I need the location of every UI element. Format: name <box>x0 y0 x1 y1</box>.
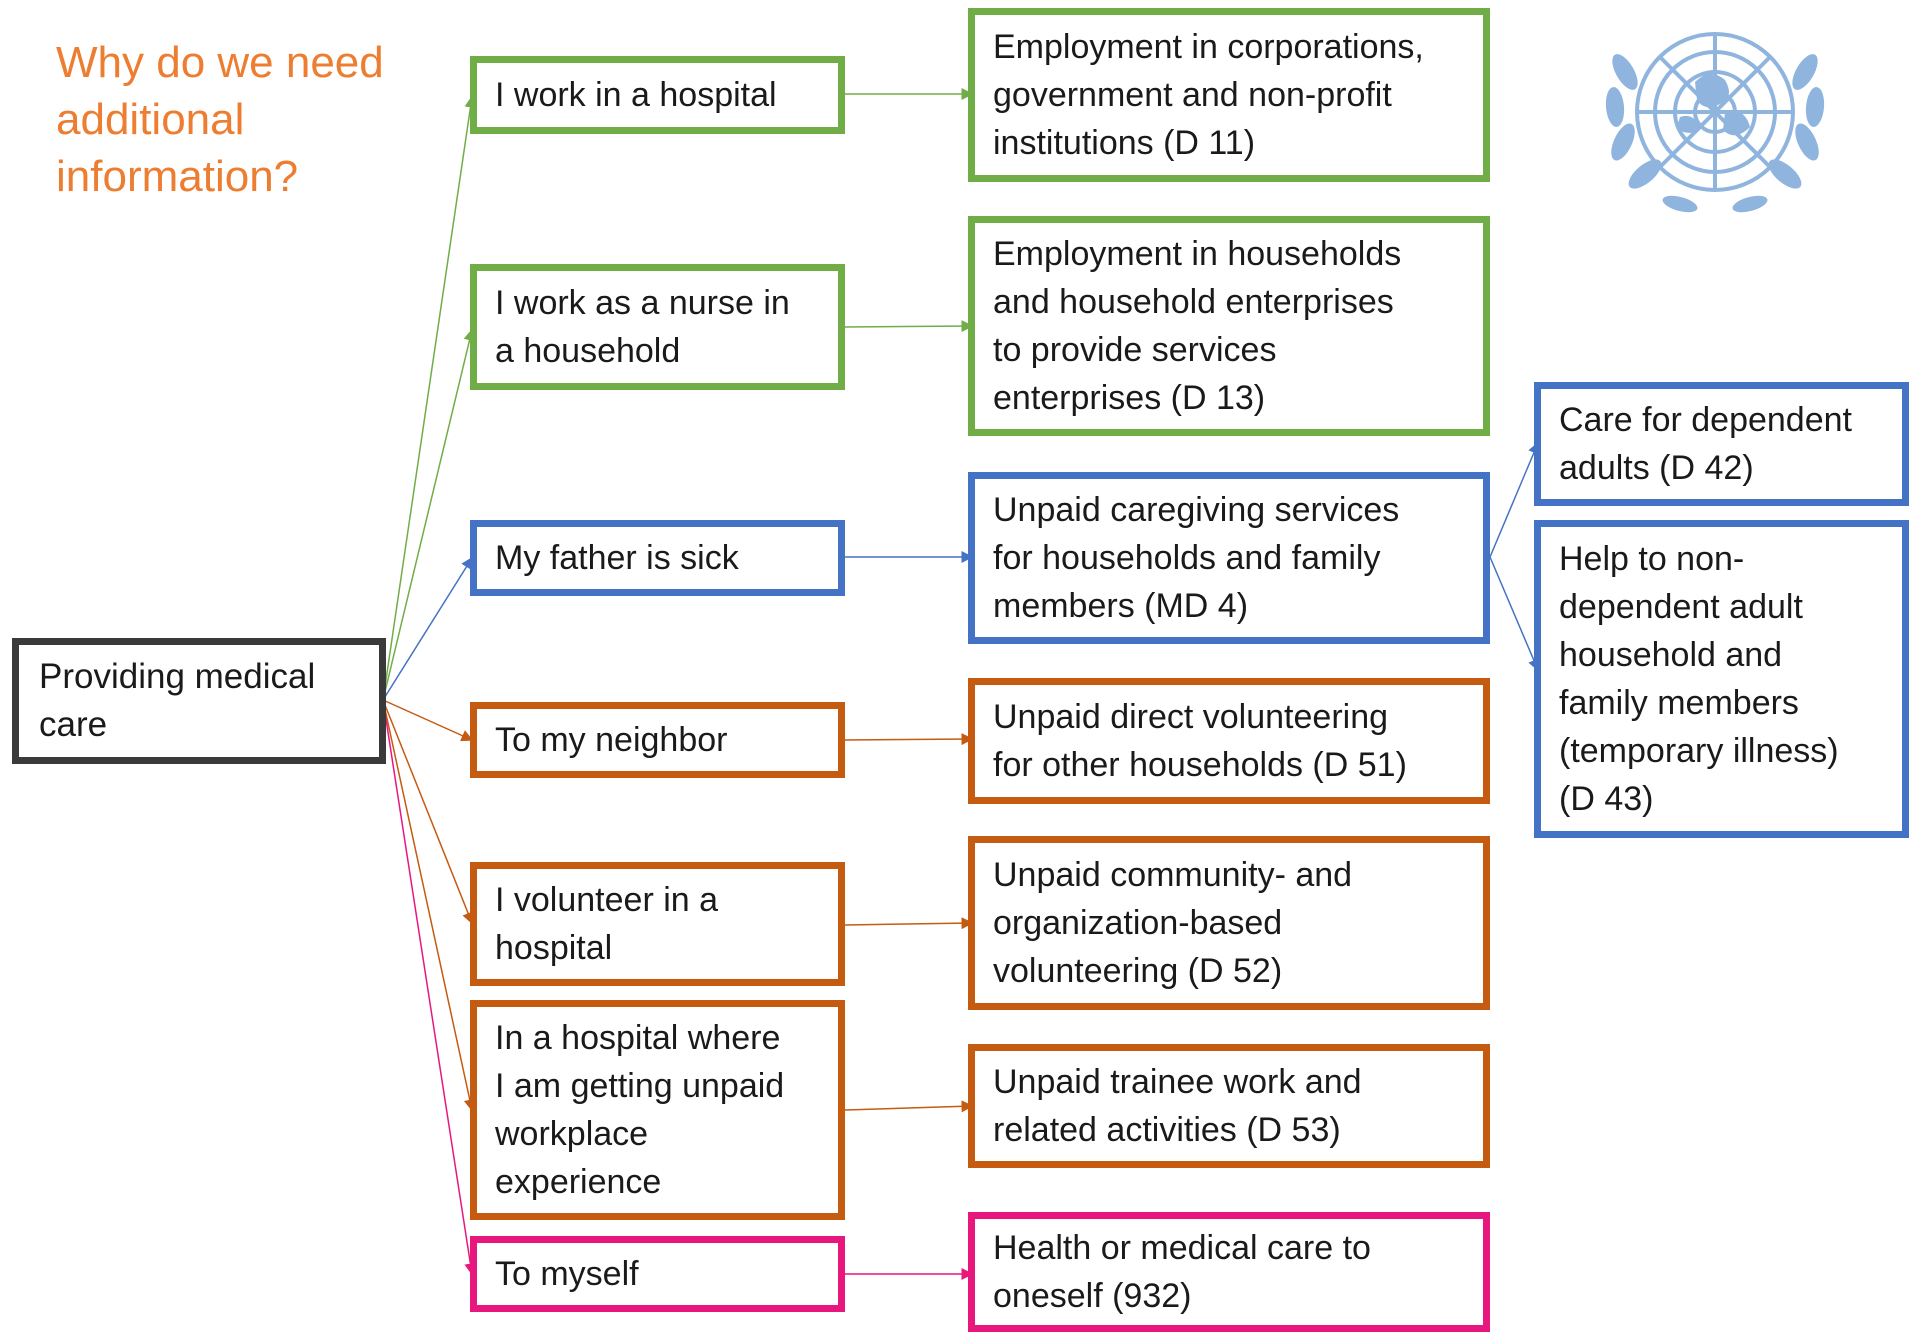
category-label-4: Unpaid direct volunteering for other hou… <box>993 698 1407 784</box>
category-label-6: Unpaid trainee work and related activiti… <box>993 1063 1362 1149</box>
subcategory-box-2: Help to non- dependent adult household a… <box>1534 520 1909 838</box>
situation-box-7: To myself <box>470 1236 845 1312</box>
situation-box-4: To my neighbor <box>470 702 845 778</box>
situation-label-3: My father is sick <box>495 539 739 577</box>
connector-situation-category-2 <box>844 320 974 333</box>
category-label-1: Employment in corporations, government a… <box>993 28 1424 162</box>
page-title: Why do we need additional information? <box>56 38 384 201</box>
connector-root-situation-4 <box>382 699 474 742</box>
situation-box-2: I work as a nurse in a household <box>470 264 845 390</box>
connector-root-situation-5 <box>382 699 474 925</box>
category-label-5: Unpaid community- and organization-based… <box>993 856 1353 990</box>
category-box-1: Employment in corporations, government a… <box>968 8 1490 182</box>
category-label-2: Employment in households and household e… <box>993 235 1402 417</box>
situation-box-1: I work in a hospital <box>470 56 845 134</box>
situation-label-7: To myself <box>495 1255 639 1293</box>
connector-category-subcategory-2 <box>1489 556 1540 672</box>
situation-box-3: My father is sick <box>470 520 845 596</box>
connector-root-situation-6 <box>382 699 476 1112</box>
connector-root-situation-1 <box>382 95 477 701</box>
situation-label-4: To my neighbor <box>495 721 728 759</box>
category-label-3: Unpaid caregiving services for household… <box>993 491 1400 625</box>
situation-label-2: I work as a nurse in a household <box>495 284 790 370</box>
subcategory-label-1: Care for dependent adults (D 42) <box>1559 401 1852 487</box>
category-box-2: Employment in households and household e… <box>968 216 1490 436</box>
category-box-6: Unpaid trainee work and related activiti… <box>968 1044 1490 1168</box>
connector-root-situation-7 <box>382 699 477 1276</box>
root-node: Providing medical care <box>12 638 386 764</box>
category-box-5: Unpaid community- and organization-based… <box>968 836 1490 1010</box>
subcategory-label-2: Help to non- dependent adult household a… <box>1559 540 1839 818</box>
connector-root-situation-2 <box>382 328 476 701</box>
connector-situation-category-5 <box>844 917 974 930</box>
connector-situation-category-6 <box>844 1100 974 1113</box>
situation-label-1: I work in a hospital <box>495 76 777 114</box>
root-node-label: Providing medical care <box>39 657 316 744</box>
situation-box-5: I volunteer in a hospital <box>470 862 845 986</box>
situation-box-6: In a hospital where I am getting unpaid … <box>470 1000 845 1220</box>
un-emblem-icon <box>1605 32 1825 213</box>
category-box-7: Health or medical care to oneself (932) <box>968 1212 1490 1332</box>
situation-label-6: In a hospital where I am getting unpaid … <box>495 1019 785 1201</box>
category-box-4: Unpaid direct volunteering for other hou… <box>968 678 1490 804</box>
connector-root-situation-3 <box>382 556 473 701</box>
connector-situation-category-4 <box>844 733 974 746</box>
category-label-7: Health or medical care to oneself (932) <box>993 1229 1371 1315</box>
connector-category-subcategory-1 <box>1489 441 1540 558</box>
subcategory-box-1: Care for dependent adults (D 42) <box>1534 382 1909 506</box>
category-box-3: Unpaid caregiving services for household… <box>968 472 1490 644</box>
situation-label-5: I volunteer in a hospital <box>495 881 719 967</box>
